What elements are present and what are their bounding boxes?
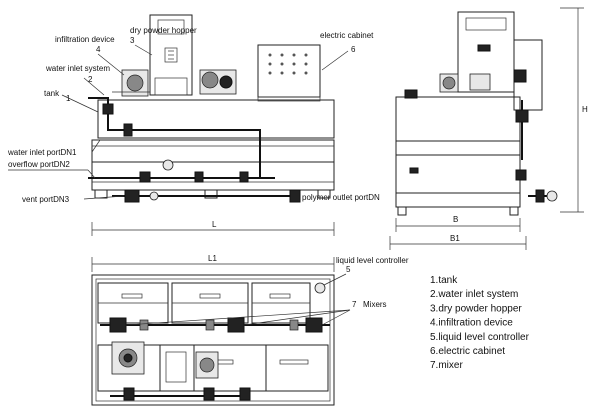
foot (94, 189, 108, 199)
legend-item: 7.mixer (430, 360, 463, 371)
callout-hopper-num: 3 (130, 36, 135, 45)
dimension-b1: B1 (450, 234, 460, 243)
mixer (227, 317, 245, 333)
callout-cabinet-num: 6 (351, 45, 356, 54)
dimension-b: B (453, 215, 458, 224)
callout-liquid-level-num: 5 (346, 265, 351, 274)
electric-cabinet (257, 44, 321, 98)
callout-liquid-level-controller: liquid level controller (336, 256, 409, 265)
legend-item: 3.dry powder hopper (430, 303, 522, 314)
callout-dry-powder-hopper: dry powder hopper (130, 26, 197, 35)
top-frame (91, 274, 335, 406)
callout-water-inlet-system: water inlet system (45, 64, 110, 73)
callout-mixers-num: 7 (352, 300, 357, 309)
legend: 1.tank 2.water inlet system 3.dry powder h… (430, 275, 530, 371)
compartment (265, 344, 329, 392)
tank-base (91, 161, 335, 191)
callout-infiltration-device: infiltration device (55, 35, 115, 44)
port-polymer-outlet: polymer outlet portDN (302, 193, 380, 202)
callout-tank-num: 1 (66, 94, 71, 103)
side-view: H B B1 (389, 7, 588, 250)
foot (204, 189, 218, 199)
mixer (305, 317, 323, 333)
foot (317, 189, 331, 199)
dimension-l: L (212, 220, 217, 229)
callout-water-inlet-num: 2 (88, 75, 93, 84)
port-water-inlet: water inlet portDN1 (7, 148, 77, 157)
legend-item: 4.infiltration device (430, 318, 513, 329)
legend-item: 6.electric cabinet (430, 346, 505, 357)
side-tank (395, 96, 521, 142)
dimension-h: H (582, 105, 588, 114)
callout-electric-cabinet: electric cabinet (320, 31, 374, 40)
port-overflow: overflow portDN2 (8, 160, 70, 169)
legend-item: 1.tank (430, 275, 458, 286)
liquid-level-controller (314, 282, 326, 294)
legend-item: 2.water inlet system (430, 289, 518, 300)
dimension-l1: L1 (208, 254, 217, 263)
water-inlet-pipe (88, 97, 261, 178)
tank-body (97, 99, 335, 139)
mixer (109, 317, 127, 333)
port-vent: vent portDN3 (22, 195, 70, 204)
callout-mixers: Mixers (363, 300, 387, 309)
callout-infiltration-num: 4 (96, 45, 101, 54)
callout-tank: tank (44, 89, 60, 98)
top-view: L1 (91, 254, 409, 406)
front-view: L dry powder hopper 3 infiltration devic… (7, 14, 380, 236)
legend-item: 5.liquid level controller (430, 332, 530, 343)
tank-lower (91, 139, 335, 163)
